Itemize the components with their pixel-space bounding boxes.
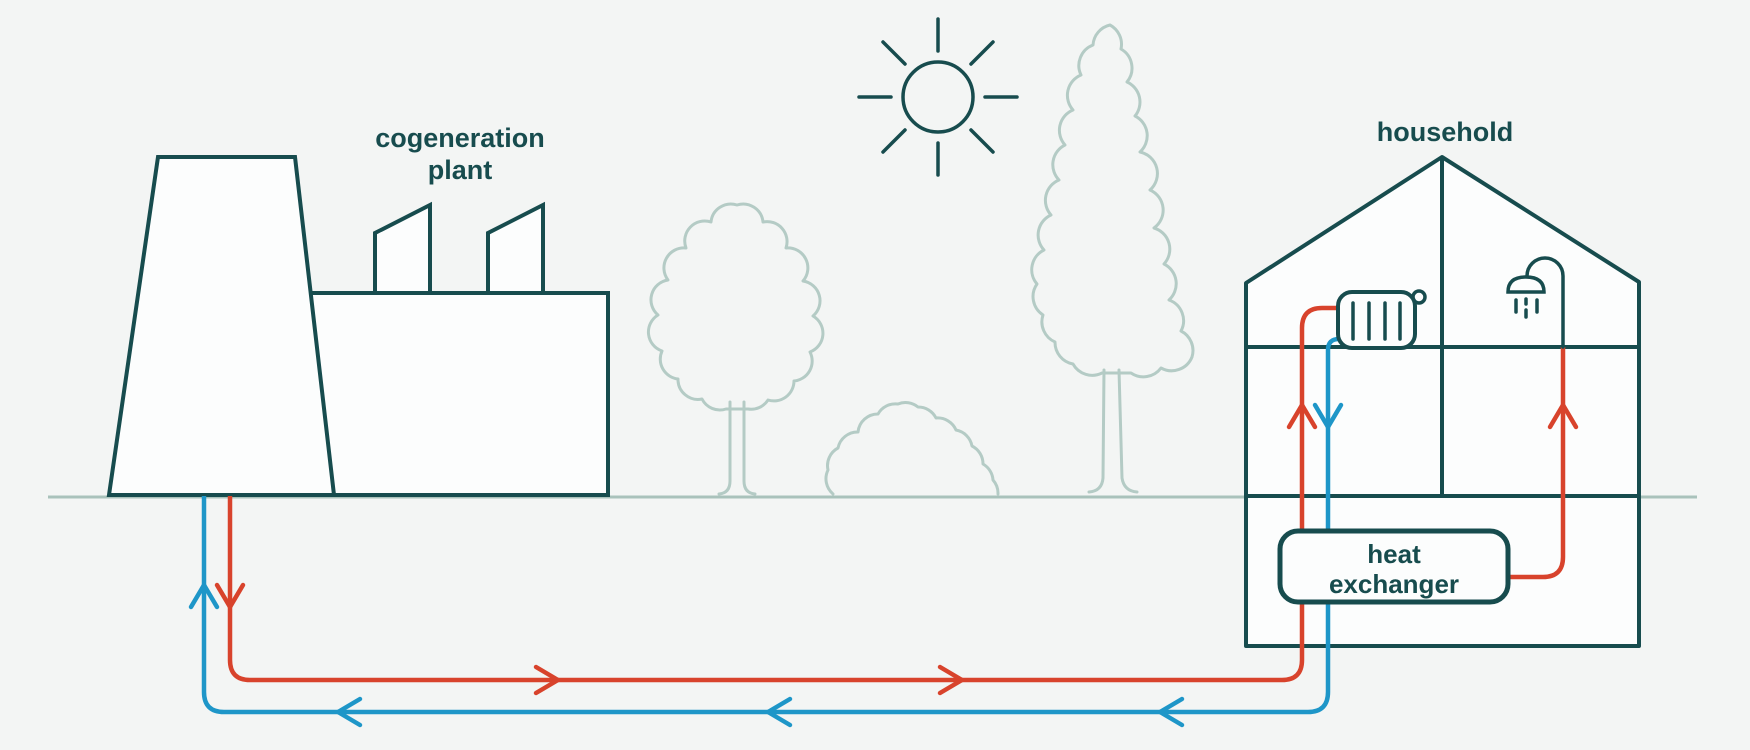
- cooling-tower-icon: [106, 155, 337, 497]
- tree-canopy: [646, 202, 825, 412]
- sun-disc: [901, 60, 975, 134]
- shower-icon: [1506, 256, 1565, 349]
- cypress-tree-icon: [1030, 23, 1195, 494]
- pipes: [201, 305, 1566, 715]
- heat-exchanger-label-line1: heat: [1367, 539, 1421, 569]
- plant-label-line1: cogeneration: [375, 123, 545, 153]
- blue-down-arrow-icon: [1312, 402, 1344, 430]
- blue-up-arrow-icon: [188, 582, 220, 610]
- cogeneration-plant: cogeneration plant: [106, 123, 610, 497]
- red-right-arrow-icon: [937, 664, 965, 696]
- factory-roof-icon: [486, 201, 545, 295]
- red-down-arrow-icon: [214, 582, 246, 610]
- flow-arrows: [188, 402, 1579, 728]
- blue-left-arrow-icon: [335, 696, 363, 728]
- heat-exchanger-outline: [1277, 528, 1511, 605]
- plant-label-line2: plant: [428, 155, 493, 185]
- radiator-icon: [1336, 289, 1427, 350]
- tree-trunk: [717, 400, 732, 496]
- cold-return-pipe: [201, 336, 1340, 715]
- blue-left-arrow-icon: [765, 696, 793, 728]
- shower-head: [1506, 275, 1546, 294]
- heat-exchanger-box: heat exchanger: [1277, 528, 1511, 605]
- sun-icon: [857, 17, 1019, 177]
- household-house: household: [1244, 117, 1641, 648]
- red-up-arrow-icon: [1286, 402, 1318, 430]
- cypress-trunk: [1087, 368, 1106, 494]
- shower-pipe: [1525, 256, 1565, 349]
- hot-supply-pipe: [227, 305, 1339, 683]
- blue-left-arrow-icon: [1157, 696, 1185, 728]
- deciduous-tree-icon: [646, 202, 825, 496]
- bush-icon: [824, 401, 1000, 496]
- factory-roof-icon: [373, 201, 432, 295]
- heat-exchanger-label-line2: exchanger: [1329, 569, 1459, 599]
- red-up-arrow-icon: [1547, 402, 1579, 430]
- cypress-canopy: [1030, 23, 1195, 379]
- household-label: household: [1377, 117, 1514, 147]
- red-right-arrow-icon: [533, 664, 561, 696]
- tree-trunk: [742, 400, 757, 496]
- factory-building-icon: [298, 291, 610, 497]
- radiator-body: [1336, 290, 1417, 350]
- cypress-trunk: [1117, 368, 1139, 494]
- hot-supply-branch-to-shower: [1507, 347, 1566, 580]
